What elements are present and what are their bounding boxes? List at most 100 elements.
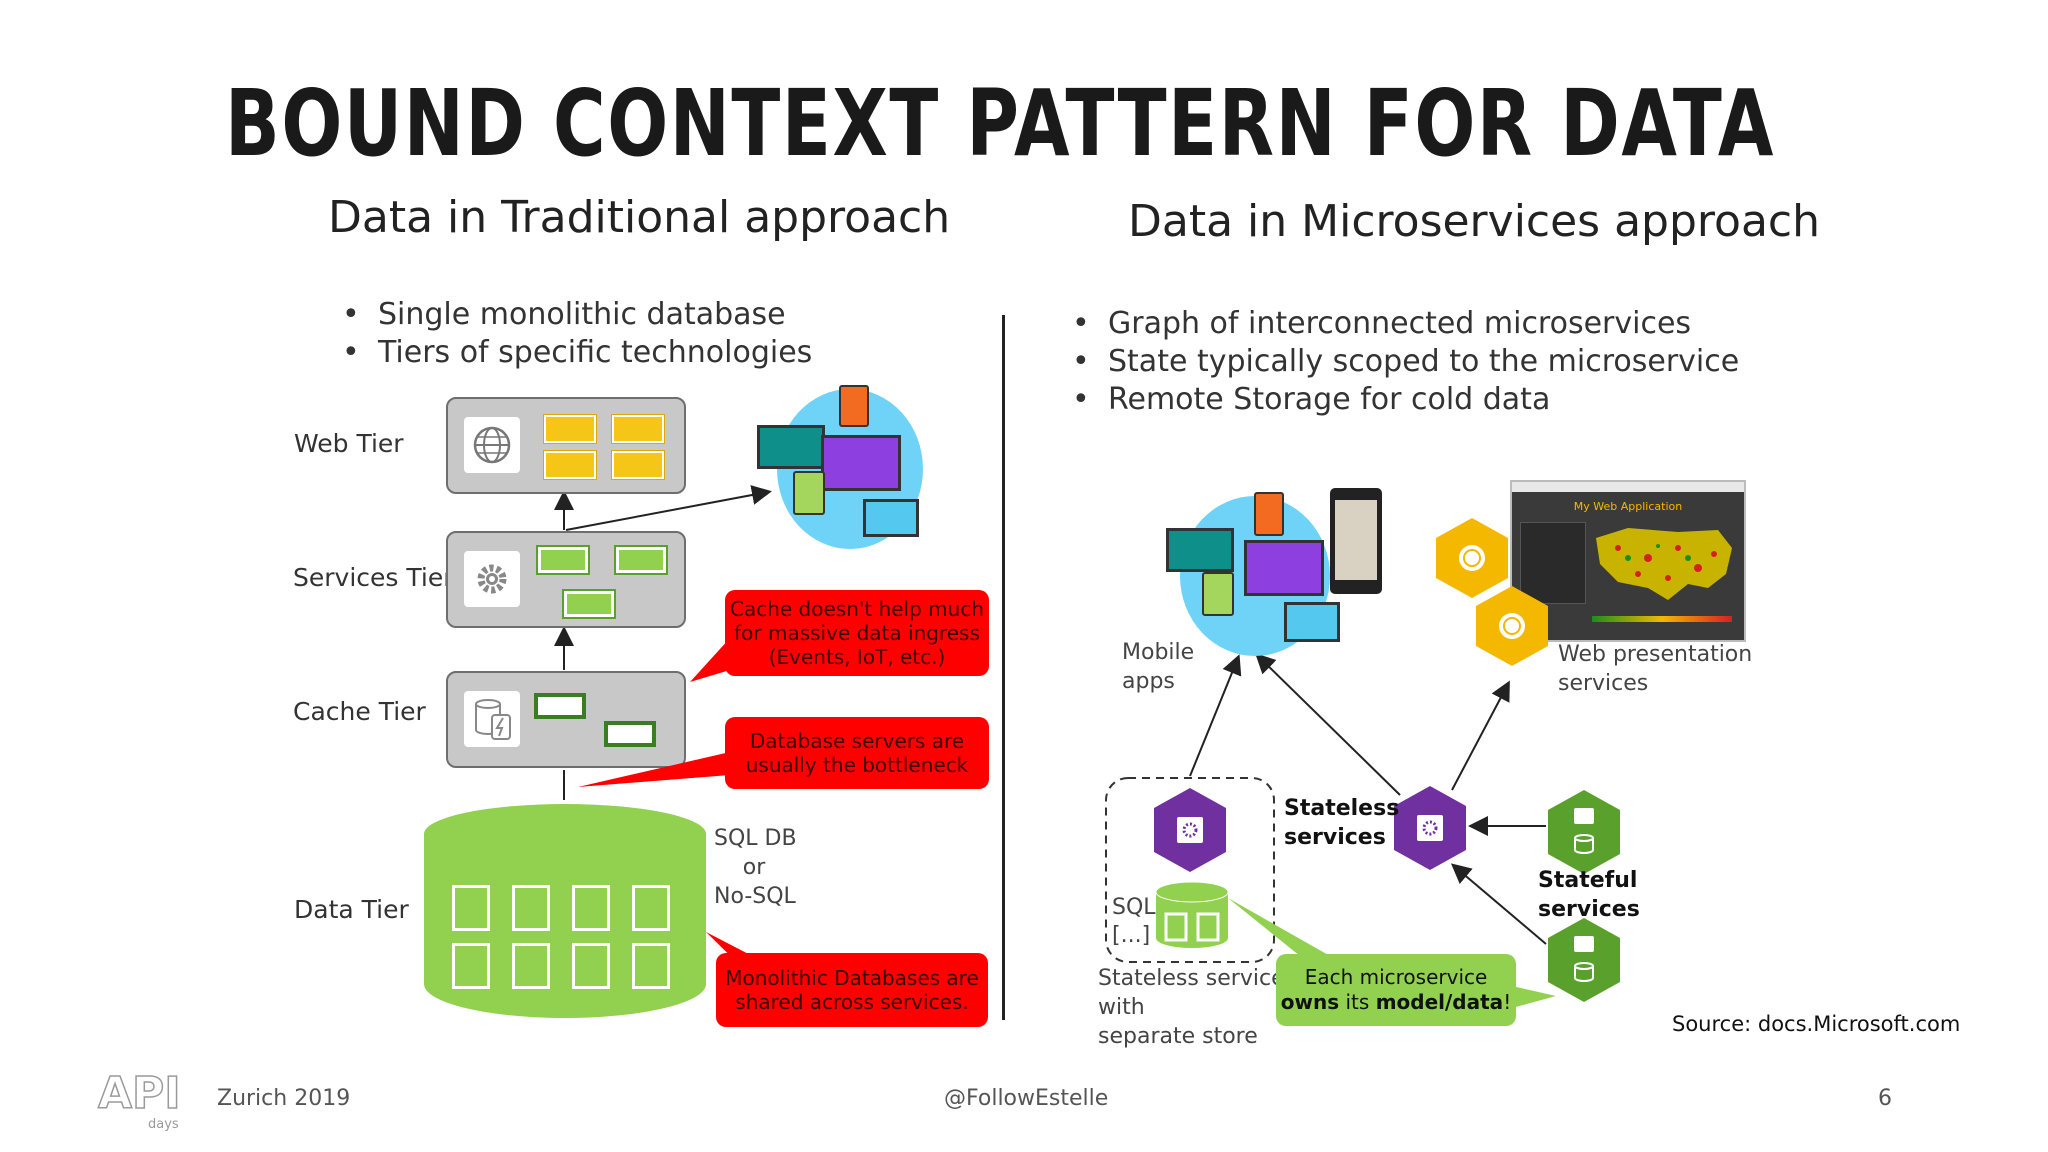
laptop-icon — [863, 499, 919, 537]
cache-callout: Cache doesn't help much for massive data… — [725, 590, 989, 676]
stateless-line1: Stateless — [1284, 796, 1400, 821]
web-presentation-line2: services — [1558, 671, 1649, 696]
database-cells — [452, 885, 678, 995]
web-hexagons — [1436, 518, 1548, 666]
web-block — [612, 451, 664, 479]
stateful-hexagon-1 — [1548, 790, 1620, 874]
web-presentation-line1: Web presentation — [1558, 642, 1753, 667]
left-subtitle: Data in Traditional approach — [328, 192, 951, 243]
stateless-services-label: Stateless services — [1284, 794, 1399, 852]
left-bullets: Single monolithic database Tiers of spec… — [336, 296, 812, 372]
slide-title: BOUND CONTEXT PATTERN FOR DATA — [225, 70, 1775, 177]
browser-bar — [1512, 482, 1744, 492]
left-bullet-1: Single monolithic database — [336, 296, 812, 334]
stateful-services-label: Stateful services — [1538, 866, 1640, 924]
monolithic-callout: Monolithic Databases are shared across s… — [716, 953, 988, 1027]
web-block — [544, 451, 596, 479]
monitor-icon — [821, 435, 901, 491]
db-cell — [452, 943, 490, 989]
stateless-hexagon-1 — [1154, 788, 1226, 872]
apidays-logo: API days — [97, 1067, 181, 1132]
db-cell — [452, 885, 490, 931]
stateful-hexagon-2 — [1548, 918, 1620, 1002]
each-micro-line2: owns its model/data! — [1276, 990, 1516, 1015]
mobile-apps-label: Mobile apps — [1122, 638, 1194, 696]
sql-label: SQL [...] — [1112, 894, 1156, 950]
bottleneck-callout: Database servers are usually the bottlen… — [725, 717, 989, 789]
database-cylinder — [424, 804, 706, 1018]
globe-icon — [464, 417, 520, 473]
svg-text:API: API — [98, 1068, 181, 1119]
right-bullet-1: Graph of interconnected microservices — [1066, 305, 1739, 343]
db-type-line1: SQL DB — [714, 826, 797, 851]
stateful-line2: services — [1538, 897, 1640, 922]
web-block — [612, 415, 664, 443]
stateless-store-line3: separate store — [1098, 1024, 1258, 1049]
page-number: 6 — [1878, 1086, 1892, 1111]
svg-text:days: days — [148, 1117, 179, 1132]
web-tier-label: Web Tier — [294, 429, 404, 458]
map-phone-icon — [1330, 488, 1382, 594]
right-subtitle: Data in Microservices approach — [1128, 196, 1820, 247]
us-map — [1596, 528, 1732, 600]
owns-text: owns — [1280, 990, 1340, 1014]
stateless-hexagon-2 — [1394, 786, 1466, 870]
cache-block — [604, 721, 656, 747]
phone-icon — [1254, 492, 1284, 536]
services-tier-label: Services Tier — [293, 563, 454, 592]
phone-icon — [839, 385, 869, 427]
cache-block — [534, 693, 586, 719]
cache-tier-box — [446, 671, 686, 768]
sql-line2: [...] — [1112, 923, 1151, 948]
db-type-line2: or — [742, 855, 766, 880]
web-presentation-label: Web presentation services — [1558, 640, 1752, 698]
db-cell — [512, 943, 550, 989]
map-legend — [1592, 616, 1732, 622]
stateless-line2: services — [1284, 825, 1386, 850]
tablet-icon — [1166, 528, 1234, 572]
sql-line1: SQL — [1112, 895, 1156, 920]
cache-tier-label: Cache Tier — [293, 697, 426, 726]
right-bullets: Graph of interconnected microservices St… — [1066, 305, 1739, 419]
model-data-text: model/data — [1375, 990, 1504, 1014]
stateless-store-line1: Stateless services — [1098, 966, 1297, 991]
web-app-title: My Web Application — [1573, 500, 1683, 513]
devices-cluster — [757, 385, 927, 555]
source-label: Source: docs.Microsoft.com — [1672, 1012, 1961, 1036]
column-divider — [1002, 315, 1005, 1020]
mobile-apps-line2: apps — [1122, 669, 1175, 694]
web-block — [544, 415, 596, 443]
right-bullet-2: State typically scoped to the microservi… — [1066, 343, 1739, 381]
android-icon — [793, 471, 825, 515]
laptop-icon — [1284, 602, 1340, 642]
db-cell — [632, 885, 670, 931]
microservice-data-callout: Each microservice owns its model/data! — [1276, 954, 1516, 1026]
stateless-store-line2: with — [1098, 995, 1145, 1020]
service-block — [564, 591, 614, 617]
exclaim-text: ! — [1503, 990, 1512, 1014]
stateless-store-label: Stateless services with separate store — [1098, 964, 1296, 1051]
twitter-handle: @FollowEstelle — [944, 1086, 1109, 1111]
stateful-line1: Stateful — [1538, 868, 1638, 893]
mobile-devices-cluster — [1166, 488, 1388, 658]
service-block — [616, 547, 666, 573]
web-app-screenshot: My Web Application — [1510, 480, 1746, 642]
event-label: Zurich 2019 — [217, 1086, 351, 1111]
web-tier-box — [446, 397, 686, 494]
right-bullet-3: Remote Storage for cold data — [1066, 381, 1739, 419]
service-block — [538, 547, 588, 573]
sql-store-cylinder — [1155, 881, 1229, 948]
db-cell — [572, 943, 610, 989]
db-cell — [632, 943, 670, 989]
services-tier-box — [446, 531, 686, 628]
db-type-label: SQL DB or No-SQL — [714, 824, 797, 911]
android-icon — [1202, 572, 1234, 616]
web-app-table — [1520, 522, 1586, 604]
map-screen — [1335, 500, 1377, 580]
database-cache-icon — [464, 691, 520, 747]
mobile-apps-line1: Mobile — [1122, 640, 1195, 665]
db-type-line3: No-SQL — [714, 884, 796, 909]
